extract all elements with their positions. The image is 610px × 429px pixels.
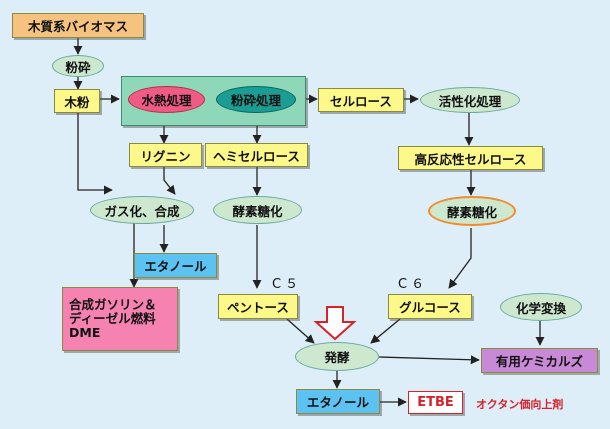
synthetic-fuels-line-1: 合成ガソリン＆ [69,297,157,312]
chemical-conversion-ellipse: 化学変換 [500,293,582,321]
crushing-ellipse: 粉砕 [52,55,104,77]
arrow-fermentation-to-chemicals [378,355,480,365]
useful-chemicals-box: 有用ケミカルズ [481,348,598,373]
c5-label: C５ [272,277,303,292]
fermentation-ellipse: 発酵 [295,342,379,371]
enzymatic-saccharification-ellipse-1: 酵素糖化 [213,196,302,224]
arrow-enzymatic-to-glucose [448,228,472,289]
ethanol-box-2: エタノール [296,389,380,414]
synthetic-fuels-text: 合成ガソリン＆ ディーゼル燃料 DME [69,298,157,340]
synthetic-fuels-line-2: ディーゼル燃料 [69,311,156,326]
arrow-pentose-to-fermentation [286,318,315,344]
glucose-box: グルコース [388,294,472,319]
synthetic-fuels-box: 合成ガソリン＆ ディーゼル燃料 DME [62,287,178,351]
ethanol-box-1: エタノール [134,253,217,278]
pentose-box: ペントース [218,294,298,319]
arrow-lignin-to-gasification [163,167,176,195]
synthetic-fuels-line-3: DME [69,325,101,340]
etbe-box: ETBE [408,391,463,414]
hydrothermal-ellipse: 水熱処理 [128,86,205,113]
cellulose-box: セルロース [318,88,404,112]
arrow-glucose-to-fermentation [370,318,401,344]
powder-treatment-ellipse: 粉砕処理 [216,86,296,113]
octane-improver-label: オクタン価向上剤 [476,398,564,411]
big-fermentation-arrow-icon [313,306,357,341]
hemicellulose-box: ヘミセルロース [205,143,308,167]
wood-biomass-box: 木質系バイオマス [12,13,144,38]
wood-powder-box: 木粉 [54,89,100,113]
arrow-wood-powder-to-gasification [77,111,113,195]
enzymatic-saccharification-ellipse-2: 酵素糖化 [428,196,516,226]
c6-label: C６ [398,277,429,292]
high-reactive-cellulose-box: 高反応性セルロース [398,146,543,170]
lignin-box: リグニン [129,143,202,167]
activation-ellipse: 活性化処理 [420,87,520,113]
gasification-ellipse: ガス化、合成 [90,196,194,224]
